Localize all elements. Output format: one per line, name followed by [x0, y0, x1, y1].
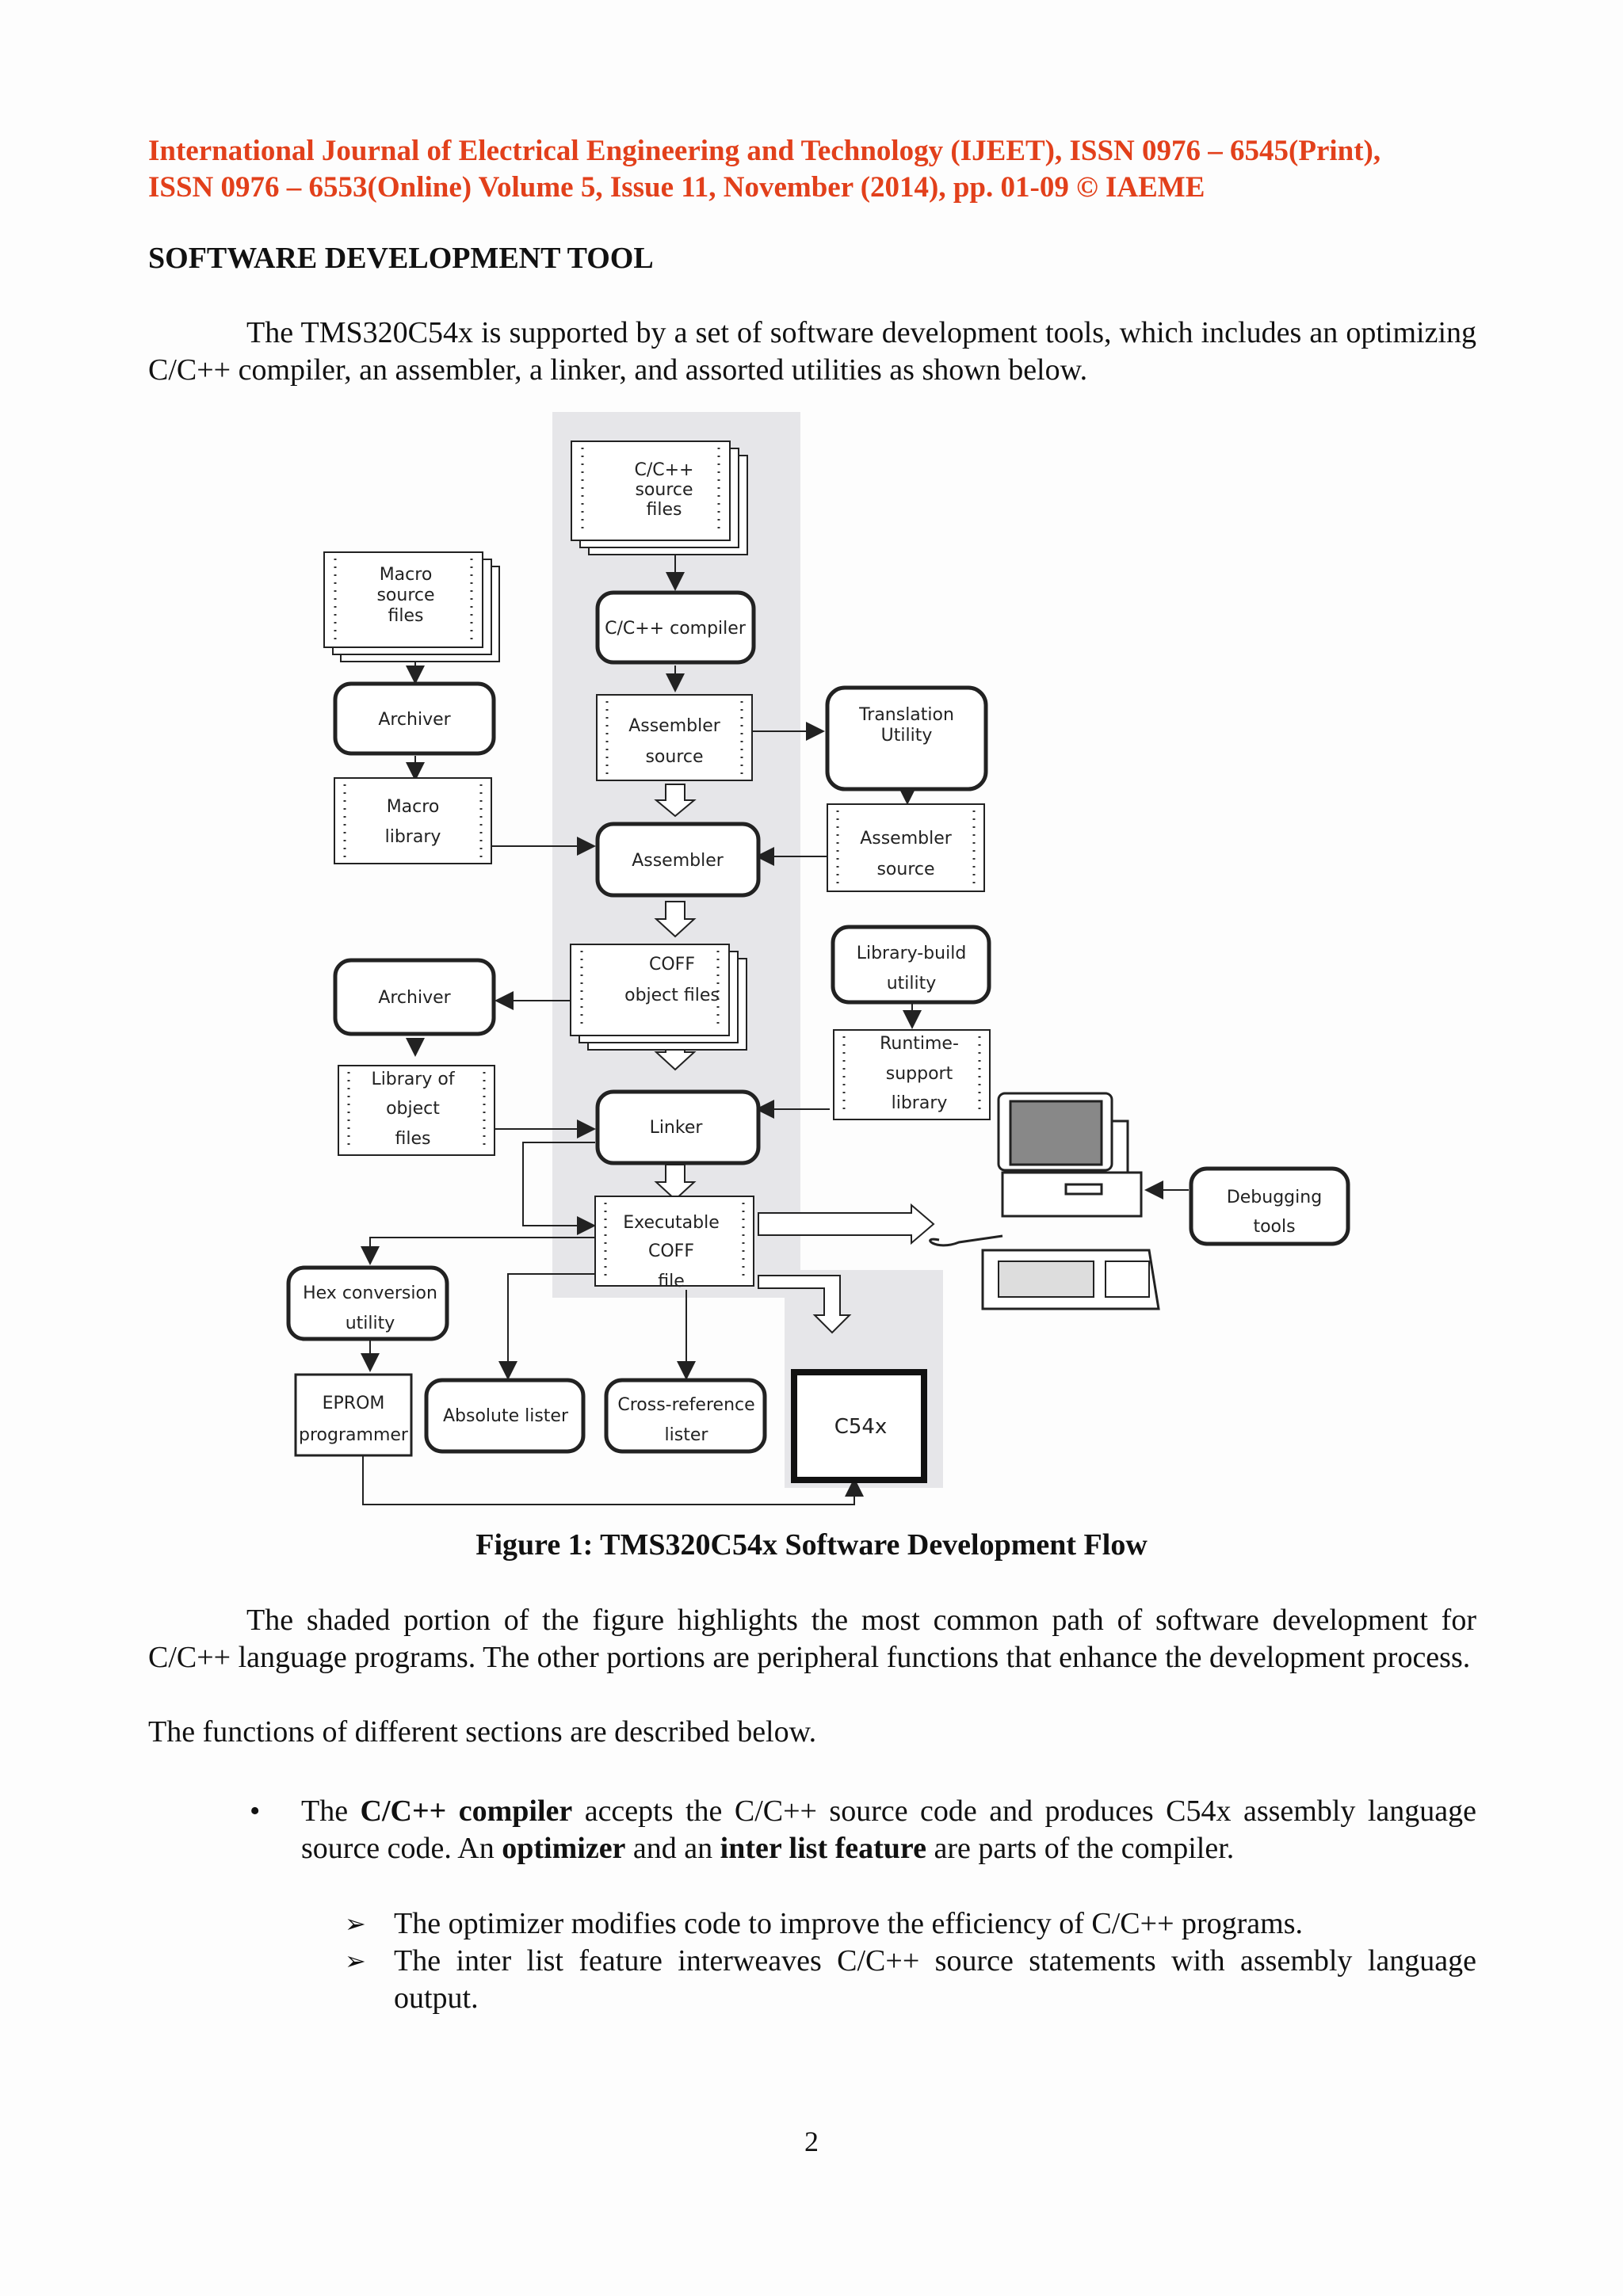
node-library-build-l2: utility [887, 974, 937, 994]
node-asm-source-2-l1: Assembler [860, 829, 953, 849]
node-debugging-l1: Debugging [1227, 1188, 1322, 1207]
subbullet-2-text: The inter list feature interweaves C/C++… [394, 1944, 1476, 2015]
node-absolute-lister: Absolute lister [443, 1406, 569, 1426]
node-translation-l2: Utility [881, 726, 933, 746]
node-hex-l1: Hex conversion [303, 1283, 437, 1303]
node-cpp-source-l3: files [647, 500, 682, 520]
bullet-bold-compiler: C/C++ compiler [360, 1794, 573, 1828]
node-runtime-l3: library [892, 1093, 948, 1113]
node-coff-objects-l1: COFF [649, 955, 695, 974]
node-cpp-compiler: C/C++ compiler [605, 619, 747, 639]
flow-diagram: C/C++ source files Macro source files C/… [286, 412, 1350, 1505]
section-title: SOFTWARE DEVELOPMENT TOOL [148, 242, 654, 275]
node-eprom-l2: programmer [299, 1425, 409, 1445]
arrow-bullet-icon: ➢ [345, 1946, 366, 1976]
node-eprom-l1: EPROM [323, 1394, 385, 1413]
paragraph-3: The functions of different sections are … [148, 1715, 817, 1749]
bullet-dot: • [250, 1794, 261, 1828]
node-library-build-l1: Library-build [857, 944, 967, 963]
node-exec-coff-l3: file [658, 1272, 685, 1291]
figure: C/C++ source files Macro source files C/… [285, 412, 1395, 1505]
node-cpp-source-l1: C/C++ [634, 460, 693, 480]
header-line-2: ISSN 0976 – 6553(Online) Volume 5, Issue… [148, 171, 1205, 204]
node-lib-objects-l2: object [386, 1099, 440, 1119]
node-assembler: Assembler [632, 851, 724, 871]
node-exec-coff-l1: Executable [623, 1213, 720, 1233]
bullet-text-2: accepts the C/C++ source code and produc… [301, 1794, 1476, 1865]
node-archiver-2: Archiver [378, 988, 451, 1008]
figure-caption: Figure 1: TMS320C54x Software Developmen… [475, 1528, 1148, 1562]
node-macro-source-l3: files [388, 606, 424, 626]
node-coff-objects-l2: object files [624, 986, 720, 1005]
page-number: 2 [804, 2126, 819, 2157]
node-runtime-l2: support [886, 1064, 953, 1084]
intro-paragraph: The TMS320C54x is supported by a set of … [148, 316, 1476, 387]
node-asm-source-1-l1: Assembler [628, 716, 721, 736]
header-line-1: International Journal of Electrical Engi… [148, 135, 1381, 167]
bullet-text-1: The [301, 1794, 361, 1828]
node-macro-library-l1: Macro [387, 797, 440, 817]
node-lib-objects-l3: files [395, 1129, 431, 1149]
bullet-bold-interlist: inter list feature [720, 1832, 926, 1865]
node-c54x: C54x [834, 1415, 888, 1439]
arrow-bullet-icon: ➢ [345, 1909, 366, 1939]
bullet-text-3: and an [625, 1832, 720, 1865]
node-asm-source-1-l2: source [645, 747, 703, 767]
node-archiver-1: Archiver [378, 710, 451, 730]
node-crossref-l2: lister [665, 1425, 709, 1445]
subbullet-2: ➢ The inter list feature interweaves C/C… [345, 1943, 1476, 2017]
node-lib-objects-l1: Library of [371, 1070, 455, 1089]
node-macro-library-l2: library [385, 827, 441, 847]
computer-illustration [929, 1092, 1160, 1310]
node-hex-l2: utility [346, 1314, 395, 1333]
bullet-text-4: are parts of the compiler. [926, 1832, 1235, 1865]
node-linker: Linker [650, 1118, 704, 1138]
node-macro-source-l1: Macro [380, 565, 433, 585]
bullet-text: The C/C++ compiler accepts the C/C++ sou… [301, 1793, 1476, 1867]
node-debugging-l2: tools [1253, 1217, 1295, 1237]
subbullet-1: ➢ The optimizer modifies code to improve… [345, 1905, 1476, 1943]
node-macro-source-l2: source [376, 585, 434, 605]
journal-header: International Journal of Electrical Engi… [148, 133, 1476, 206]
subbullet-1-text: The optimizer modifies code to improve t… [394, 1907, 1304, 1940]
bullet-compiler: • The C/C++ compiler accepts the C/C++ s… [250, 1793, 1476, 1867]
node-crossref-l1: Cross-reference [617, 1395, 754, 1415]
node-asm-source-2-l2: source [876, 860, 934, 879]
bullet-bold-optimizer: optimizer [502, 1832, 626, 1865]
node-exec-coff-l2: COFF [648, 1241, 694, 1261]
node-cpp-source-l2: source [635, 480, 693, 500]
paragraph-2: The shaded portion of the figure highlig… [148, 1604, 1476, 1674]
node-runtime-l1: Runtime- [880, 1034, 959, 1054]
node-translation-l1: Translation [858, 705, 954, 725]
